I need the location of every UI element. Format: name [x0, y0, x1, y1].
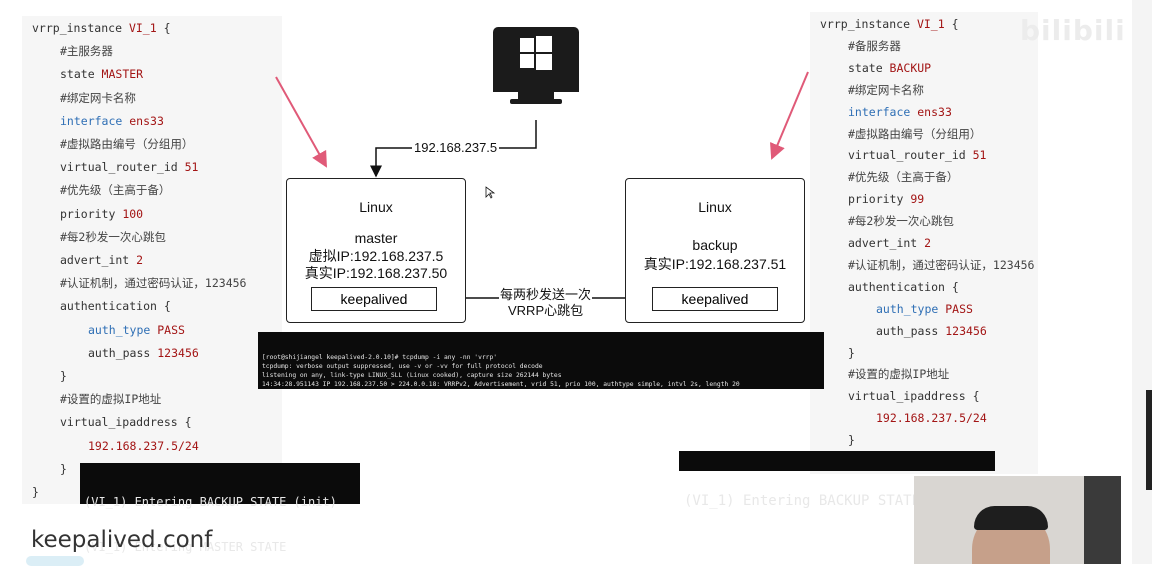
master-role-label: master [354, 230, 398, 246]
config-line: #优先级（主高于备） [848, 170, 959, 185]
config-line: state MASTER [60, 67, 144, 82]
config-line: priority 99 [848, 192, 925, 207]
decoration-blob [26, 556, 84, 566]
config-line: } [848, 433, 855, 448]
config-line: #绑定网卡名称 [60, 90, 136, 105]
client-ip-label: 192.168.237.5 [412, 140, 500, 155]
backup-os-label: Linux [698, 199, 732, 215]
tcpdump-line: listening on any, link-type LINUX_SLL (L… [262, 372, 562, 379]
backup-keepalived-box: keepalived [652, 287, 778, 311]
config-line: #每2秒发一次心跳包 [848, 214, 954, 229]
config-line: auth_pass 123456 [876, 323, 987, 338]
config-line: #设置的虚拟IP地址 [60, 392, 162, 407]
tcpdump-line: [root@shijiangel keepalived-2.0.10]# tcp… [262, 354, 498, 361]
config-line: vrrp_instance VI_1 { [32, 21, 171, 35]
config-line: vrrp_instance VI_1 { [820, 17, 959, 31]
config-line: interface ens33 [848, 104, 952, 119]
master-state-terminal: (VI_1) Entering BACKUP STATE (init) (VI_… [80, 463, 360, 554]
config-filename: keepalived.conf [31, 527, 213, 553]
config-line: authentication { [848, 279, 959, 294]
tcpdump-terminal: [root@shijiangel keepalived-2.0.10]# tcp… [258, 332, 824, 389]
config-line: } [60, 369, 67, 383]
config-line: state BACKUP [848, 60, 932, 75]
config-line: } [32, 485, 39, 499]
config-line: priority 100 [60, 206, 144, 221]
webcam-hair [974, 506, 1048, 530]
config-line: #备服务器 [848, 38, 901, 53]
config-line: virtual_router_id 51 [60, 160, 199, 175]
config-line: #虚拟路由编号（分组用） [848, 126, 982, 141]
backup-role-label: backup [692, 237, 738, 253]
config-line: #优先级（主高于备） [60, 183, 171, 198]
terminal-line: (VI_1) Entering BACKUP STATE (init) [84, 495, 337, 509]
config-line: virtual_ipaddress { [848, 389, 980, 404]
config-line: authentication { [60, 299, 171, 314]
config-line: 192.168.237.5/24 [88, 438, 199, 453]
terminal-line: (VI_1) Entering MASTER STATE [84, 540, 287, 554]
tcpdump-line: tcpdump: verbose output suppressed, use … [262, 363, 543, 370]
config-line: 192.168.237.5/24 [876, 411, 987, 426]
config-line: virtual_ipaddress { [60, 415, 192, 430]
config-line: #设置的虚拟IP地址 [848, 367, 950, 382]
backup-config-panel: vrrp_instance VI_1 { #备服务器 state BACKUP #绑定… [810, 12, 1038, 474]
config-line: #认证机制，通过密码认证，123456 [60, 276, 247, 291]
config-line: advert_int 2 [60, 253, 144, 267]
webcam-overlay [914, 476, 1121, 564]
heartbeat-label-line1: 每两秒发送一次 [499, 284, 593, 303]
master-config-panel: vrrp_instance VI_1 { #主服务器 state MASTER #绑定… [22, 16, 282, 504]
config-line: #主服务器 [60, 44, 113, 59]
config-line: #认证机制，通过密码认证，123456 [848, 257, 1035, 272]
bilibili-watermark: bilibili [1020, 14, 1126, 47]
webcam-background-shelf [1084, 476, 1121, 564]
config-line: #虚拟路由编号（分组用） [60, 137, 194, 151]
heartbeat-label-line2: VRRP心跳包 [508, 303, 584, 318]
right-edge-bar [1146, 390, 1152, 490]
config-line: advert_int 2 [848, 236, 932, 250]
master-vip-label: 虚拟IP:192.168.237.5 [308, 248, 444, 264]
config-line: auth_type PASS [876, 301, 973, 316]
config-line: auth_type PASS [88, 322, 185, 337]
master-os-label: Linux [359, 199, 393, 215]
config-line: auth_pass 123456 [88, 345, 199, 360]
config-line: } [848, 345, 855, 360]
config-line: interface ens33 [60, 113, 164, 128]
config-line: virtual_router_id 51 [848, 148, 987, 163]
master-keepalived-box: keepalived [311, 287, 437, 311]
config-line: } [60, 461, 67, 476]
config-line: #绑定网卡名称 [848, 82, 924, 97]
backup-rip-label: 真实IP:192.168.237.51 [643, 256, 787, 272]
tcpdump-line: 14:34:28.951143 IP 192.168.237.50 > 224.… [262, 381, 740, 388]
master-rip-label: 真实IP:192.168.237.50 [304, 265, 448, 281]
config-line: #每2秒发一次心跳包 [60, 229, 166, 244]
windows-monitor-icon [493, 27, 579, 104]
